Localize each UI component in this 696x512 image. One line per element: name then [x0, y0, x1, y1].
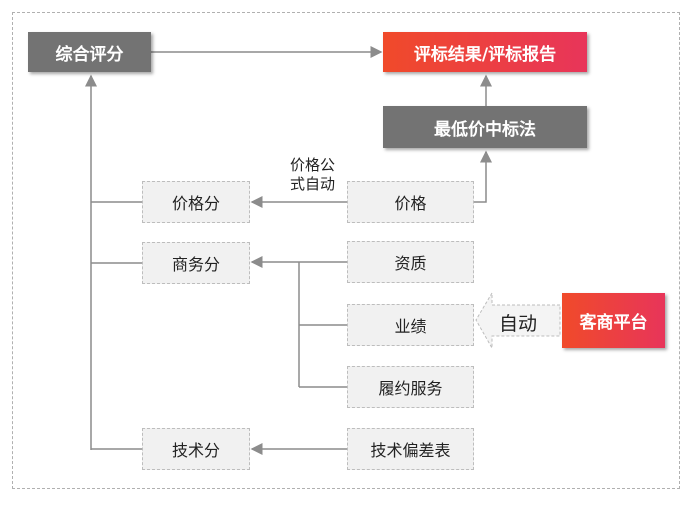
- node-price: 价格: [347, 181, 474, 223]
- arrow-price-to-lowest: [474, 150, 492, 203]
- node-lowest-price-method: 最低价中标法: [383, 106, 587, 148]
- node-tech-deviation: 技术偏差表: [347, 428, 474, 470]
- node-composite-score: 综合评分: [28, 32, 151, 72]
- node-price-score: 价格分: [142, 181, 250, 223]
- diagram-frame: [12, 12, 680, 489]
- node-performance: 业绩: [347, 304, 474, 346]
- label-price-formula-line1: 价格公: [290, 156, 336, 174]
- label-price-formula-line2: 式自动: [290, 175, 336, 193]
- node-technical-score: 技术分: [142, 428, 250, 470]
- node-result-report: 评标结果/评标报告: [383, 32, 587, 72]
- node-client-platform: 客商平台: [562, 293, 665, 348]
- node-business-score: 商务分: [142, 242, 250, 284]
- arrow-client-to-performance: [475, 291, 561, 350]
- label-price-formula: 价格公 式自动: [290, 156, 335, 194]
- node-qualification: 资质: [347, 241, 474, 283]
- node-contract-service: 履约服务: [347, 366, 474, 408]
- label-auto: 自动: [499, 313, 538, 335]
